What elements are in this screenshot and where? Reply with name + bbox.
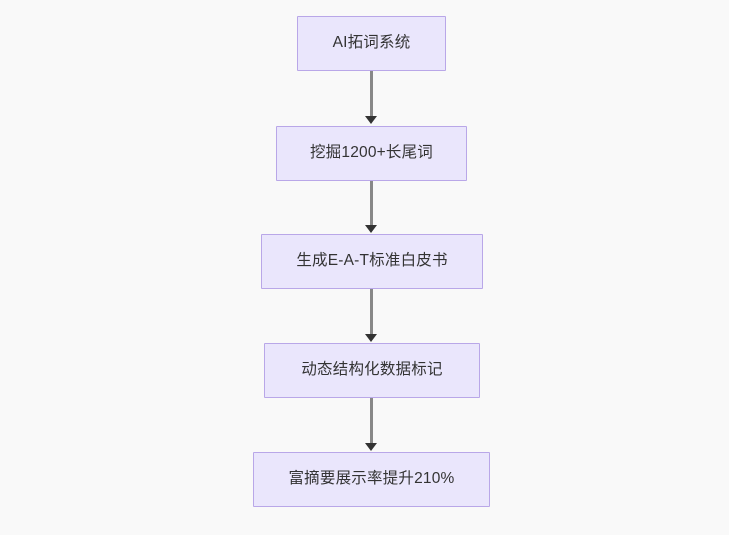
arrow-down-icon <box>365 443 377 451</box>
flow-edge-2-line <box>370 181 373 226</box>
flow-node-2-label: 挖掘1200+长尾词 <box>309 144 434 162</box>
flow-node-2[interactable]: 挖掘1200+长尾词 <box>276 126 467 181</box>
flow-node-3-label: 生成E-A-T标准白皮书 <box>296 252 448 270</box>
arrow-down-icon <box>365 334 377 342</box>
arrow-down-icon <box>365 116 377 124</box>
flow-node-3[interactable]: 生成E-A-T标准白皮书 <box>261 234 483 289</box>
flow-node-4-label: 动态结构化数据标记 <box>301 361 443 379</box>
flow-node-1-label: AI拓词系统 <box>332 34 411 52</box>
flow-node-5[interactable]: 富摘要展示率提升210% <box>253 452 490 507</box>
flow-node-4[interactable]: 动态结构化数据标记 <box>264 343 480 398</box>
flow-edge-1-line <box>370 71 373 117</box>
flow-edge-3-line <box>370 289 373 334</box>
flow-node-1[interactable]: AI拓词系统 <box>297 16 446 71</box>
flow-edge-4-line <box>370 398 373 443</box>
arrow-down-icon <box>365 225 377 233</box>
flow-node-5-label: 富摘要展示率提升210% <box>288 470 455 488</box>
